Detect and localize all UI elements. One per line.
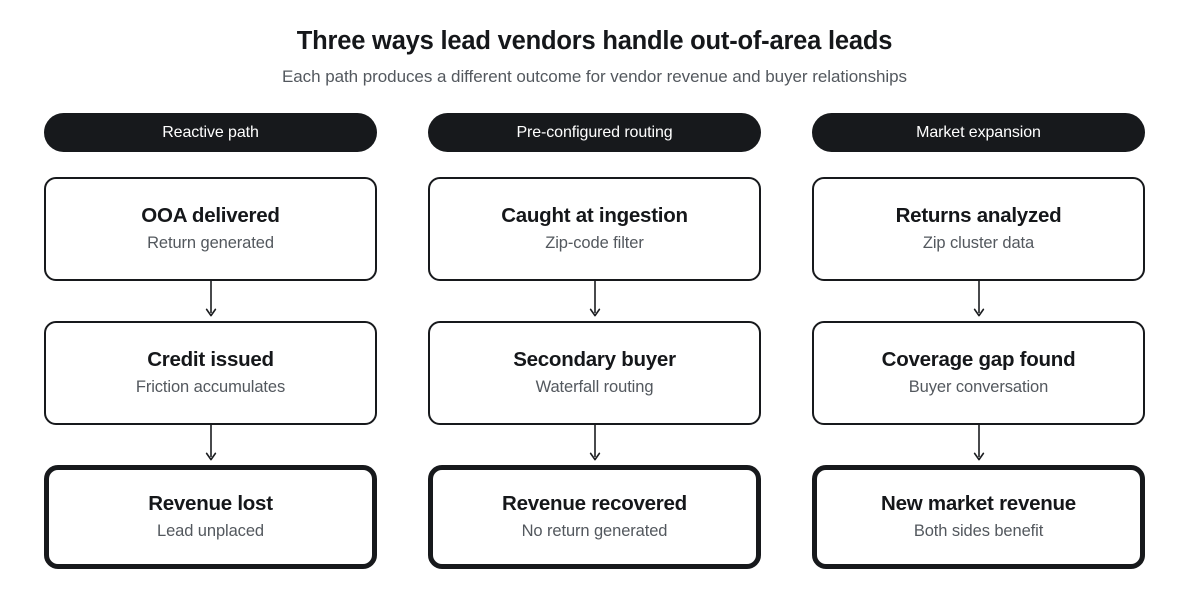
column-header-pill[interactable]: Reactive path: [44, 113, 377, 152]
flow-step-subtitle: Zip cluster data: [922, 233, 1035, 252]
spacer: [44, 152, 377, 177]
flow-step-title: Returns analyzed: [895, 204, 1062, 228]
flow-step-title: Coverage gap found: [881, 348, 1076, 372]
page-subtitle: Each path produces a different outcome f…: [281, 66, 908, 86]
flow-step-subtitle: Both sides benefit: [913, 521, 1044, 540]
flow-step-title: OOA delivered: [141, 204, 280, 228]
flow-arrow: [44, 281, 377, 321]
spacer: [428, 152, 761, 177]
column-header-pill[interactable]: Pre-configured routing: [428, 113, 761, 152]
flow-step-title: Revenue recovered: [502, 492, 687, 516]
flow-step-subtitle: Buyer conversation: [908, 377, 1049, 396]
flow-step-subtitle: No return generated: [521, 521, 668, 540]
flow-step-outcome[interactable]: Revenue recovered No return generated: [428, 465, 761, 569]
flow-step-subtitle: Friction accumulates: [135, 377, 286, 396]
diagram-header: Three ways lead vendors handle out-of-ar…: [0, 0, 1189, 88]
flow-arrow: [812, 425, 1145, 465]
flow-step-title: Secondary buyer: [513, 348, 676, 372]
flow-step-subtitle: Waterfall routing: [535, 377, 654, 396]
page-title: Three ways lead vendors handle out-of-ar…: [296, 27, 893, 55]
flow-arrow: [428, 281, 761, 321]
spacer: [812, 152, 1145, 177]
flow-arrow: [428, 425, 761, 465]
flow-step-subtitle: Lead unplaced: [157, 521, 264, 540]
flow-step-title: Caught at ingestion: [501, 204, 688, 228]
column-header-pill[interactable]: Market expansion: [812, 113, 1145, 152]
flow-step-subtitle: Return generated: [147, 233, 274, 252]
flow-step-title: Revenue lost: [148, 492, 273, 516]
flow-step-title: Credit issued: [147, 348, 274, 372]
flow-arrow: [812, 281, 1145, 321]
flow-arrow: [44, 425, 377, 465]
flow-step-title: New market revenue: [881, 492, 1076, 516]
flow-step-subtitle: Zip-code filter: [545, 233, 644, 252]
